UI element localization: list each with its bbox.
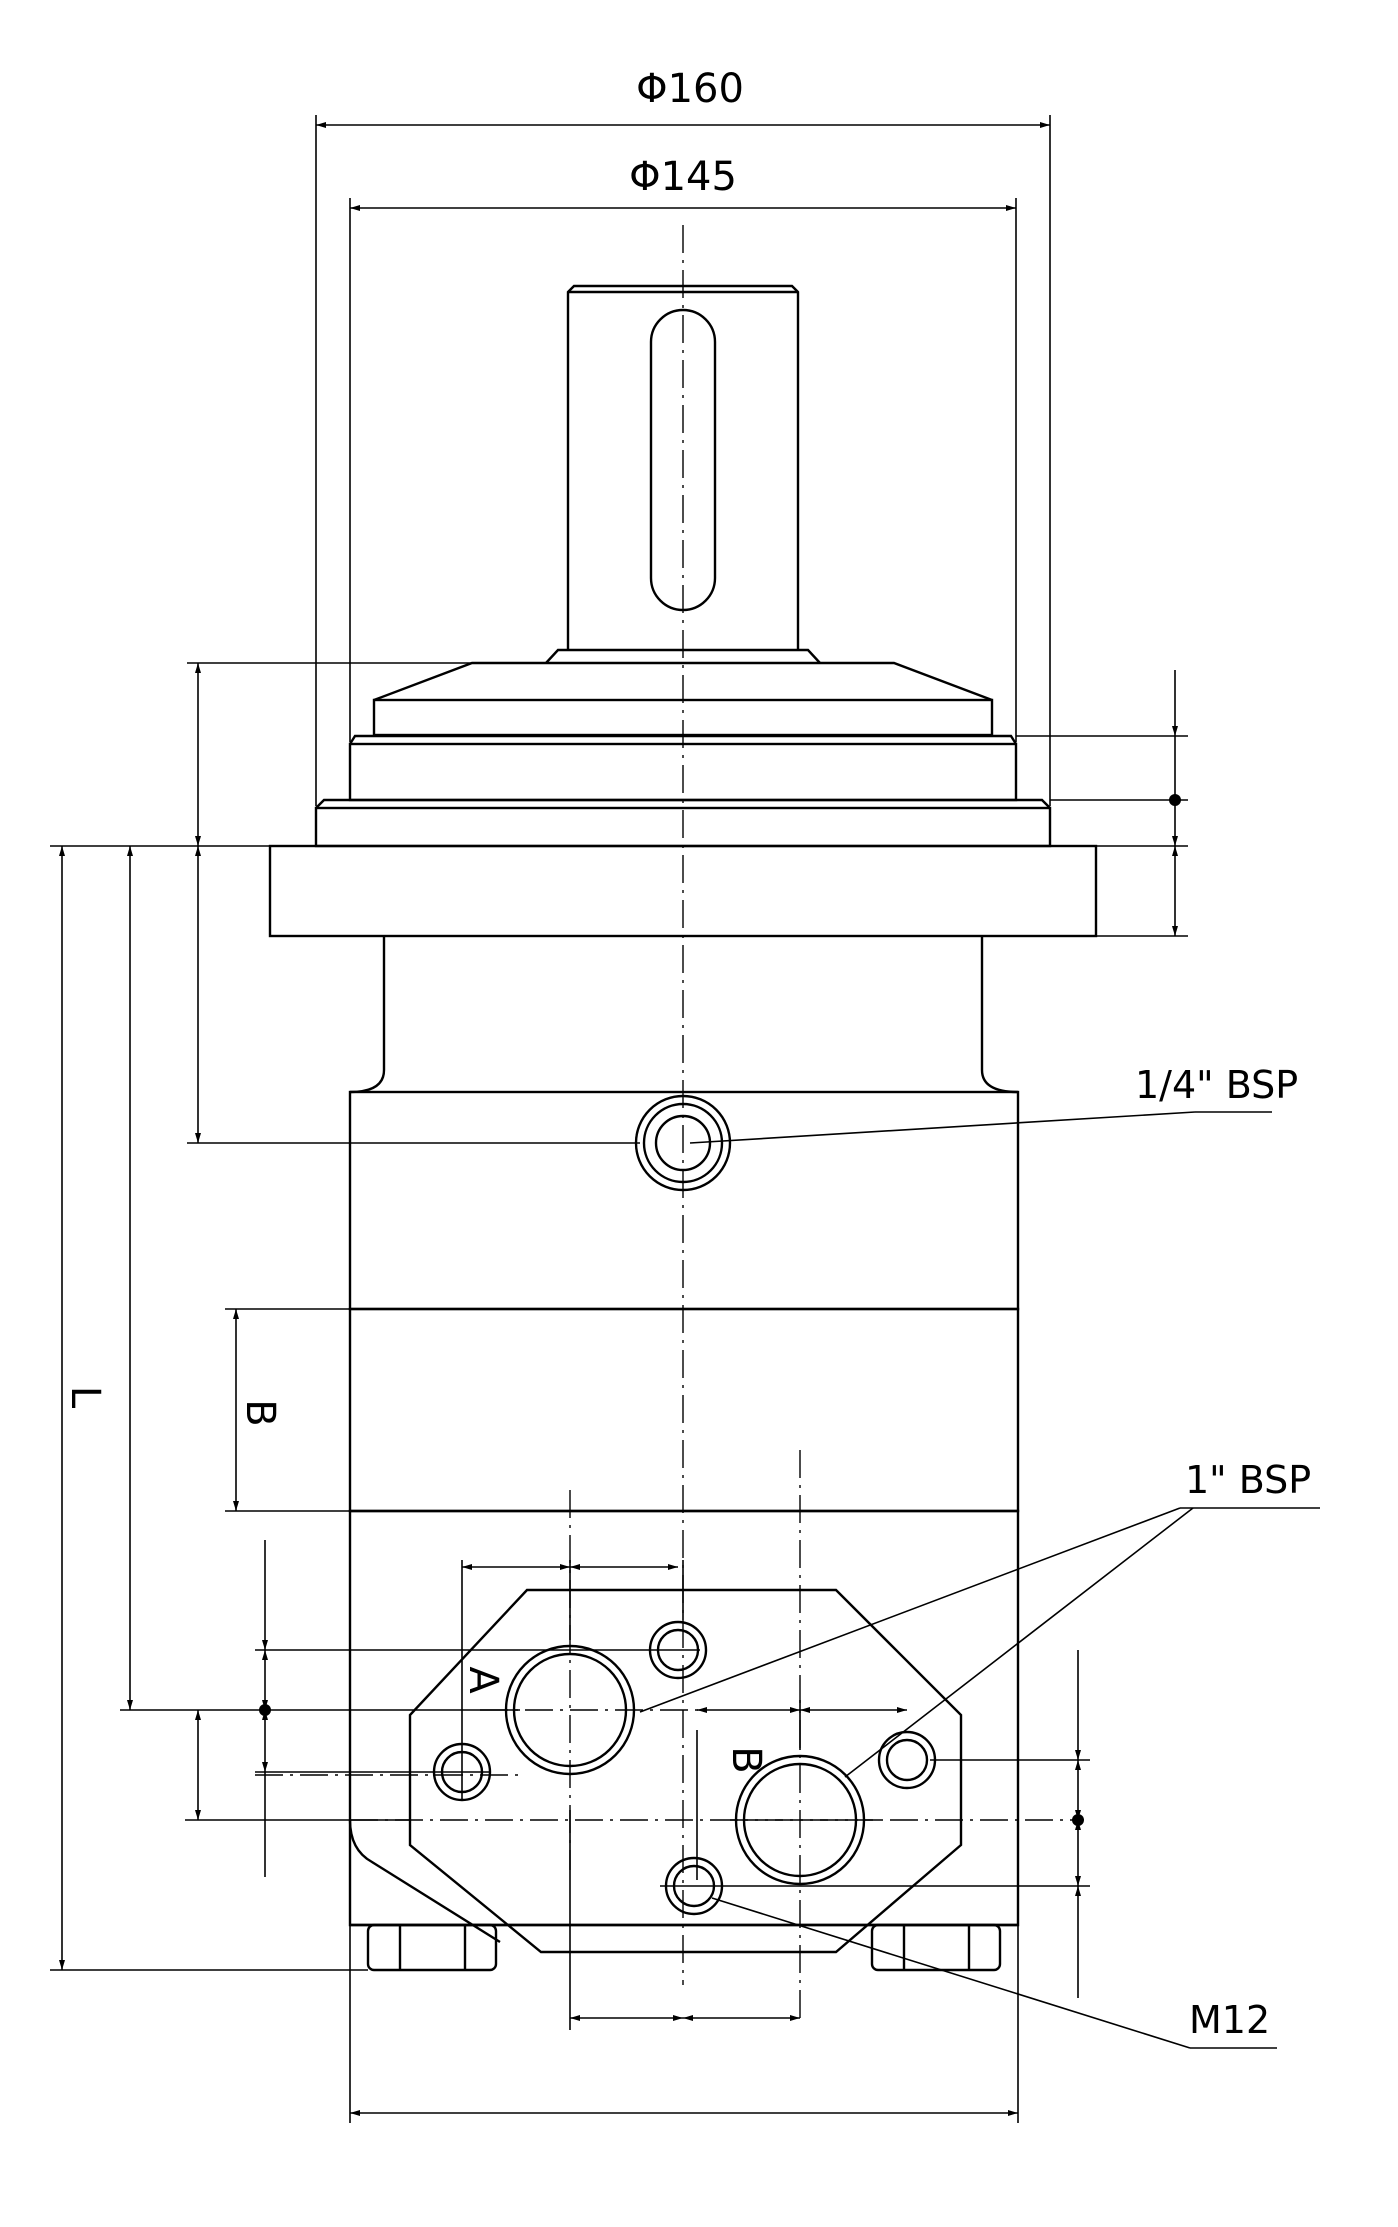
port-b xyxy=(734,1754,866,1886)
upper-housing xyxy=(268,648,1098,938)
mounting-flange xyxy=(268,844,1098,938)
label-port-large: 1" BSP xyxy=(1185,1458,1311,1502)
motor-body xyxy=(348,936,1020,1944)
label-port-small: 1/4" BSP xyxy=(1135,1063,1298,1107)
label-port-a: A xyxy=(460,1666,506,1694)
label-length: L xyxy=(62,1386,108,1409)
thread-hole-right xyxy=(877,1730,937,1790)
leader-lines xyxy=(639,1111,1320,2049)
label-thread: M12 xyxy=(1189,1998,1270,2042)
hex-nuts xyxy=(366,1923,1002,1972)
port-plate xyxy=(408,1588,963,1954)
label-width-b: B xyxy=(237,1399,283,1426)
shaft-keyway xyxy=(649,308,717,612)
label-dia-160: Φ160 xyxy=(636,66,744,112)
dim-dot-left xyxy=(259,1704,271,1716)
dim-dot-upper-right xyxy=(1169,794,1181,806)
output-shaft xyxy=(566,284,800,650)
center-lines xyxy=(255,225,1080,2025)
label-dia-145: Φ145 xyxy=(629,154,737,200)
label-port-b: B xyxy=(723,1746,769,1773)
dimension-lines xyxy=(59,122,1181,2116)
hex-nut-left xyxy=(366,1923,498,1972)
dim-dot-lower-right xyxy=(1072,1814,1084,1826)
hex-nut-right xyxy=(870,1923,1002,1972)
extension-lines xyxy=(50,115,1188,2123)
